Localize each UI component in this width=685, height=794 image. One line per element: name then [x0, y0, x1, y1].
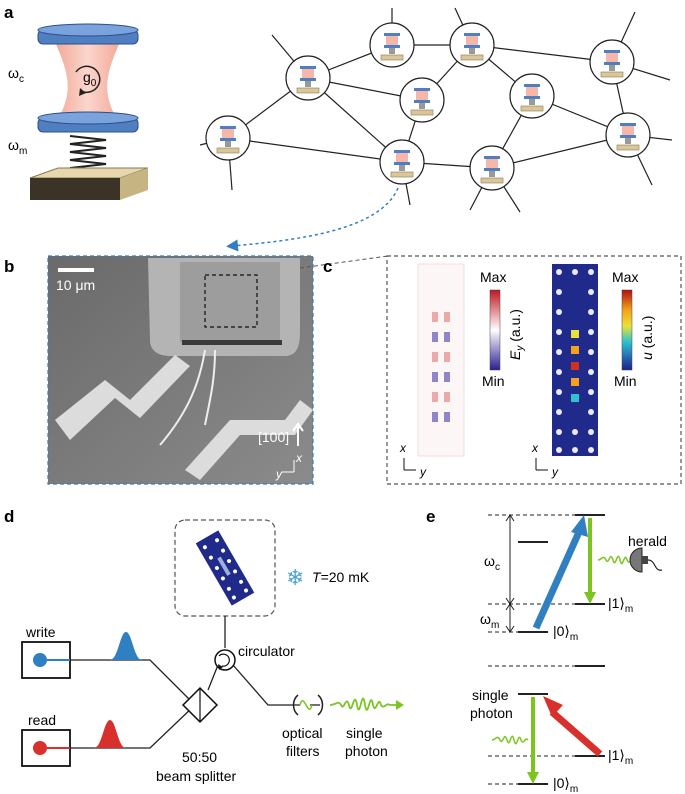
omega-m-label: ωm [8, 137, 27, 157]
g0-label: g0 [83, 69, 97, 89]
panel-label-d: d [4, 507, 14, 526]
write-laser-icon [33, 653, 47, 667]
direction-arrow [292, 422, 304, 446]
anti-stokes-photon-wave [491, 735, 529, 745]
zoom-line [299, 255, 389, 269]
ey-colorbar [489, 289, 501, 371]
optomechanical-cavity-illustration [29, 23, 149, 200]
e-single-photon-2: photon [470, 705, 513, 721]
filters-label-2: filters [286, 743, 319, 759]
herald-label: herald [628, 533, 667, 549]
axis-y-b: y [275, 467, 283, 481]
e-single-photon-1: single [472, 687, 509, 703]
read-laser-icon [33, 741, 47, 755]
optical-paths [68, 616, 320, 749]
circulator-label: circulator [238, 643, 295, 659]
scale-bar [58, 268, 94, 272]
filters-label-1: optical [282, 725, 322, 741]
zoom-dashed-arrow [226, 187, 399, 252]
beam-splitter-icon [181, 686, 219, 724]
axes-b [282, 460, 295, 473]
stokes-photon-wave [597, 555, 635, 565]
ket0-bottom: |0⟩m [553, 775, 578, 794]
read-label: read [28, 712, 56, 728]
ey-max: Max [480, 269, 506, 285]
write-pulse [110, 632, 142, 660]
ket0-top: |0⟩m [553, 623, 578, 643]
energy-levels-top [488, 514, 605, 633]
temperature-label: T=20 mK [312, 569, 370, 585]
panel-label-e: e [426, 507, 435, 526]
photonic-crystal-device [195, 530, 255, 606]
herald-detector-icon [629, 547, 663, 573]
ket1-top: |1⟩m [608, 595, 633, 615]
ey-min: Min [482, 373, 505, 389]
snowflake-icon: ❄ [286, 565, 304, 590]
read-pulse [94, 720, 126, 748]
ey-field-map [417, 263, 465, 457]
ket1-bottom: |1⟩m [608, 747, 633, 767]
omega-c-arrowheads [505, 514, 515, 633]
axes-c1 [403, 458, 416, 471]
omega-c-label: ωc [8, 65, 24, 85]
u-max: Max [612, 269, 638, 285]
panel-label-c: c [323, 257, 332, 276]
u-min: Min [614, 373, 637, 389]
axis-x-c2: x [531, 441, 539, 455]
ey-axis-label: Ey (a.u.) [507, 309, 526, 360]
axis-y-c1: y [419, 465, 427, 479]
energy-levels-bottom [488, 665, 605, 785]
u-field-map [552, 264, 598, 456]
single-photon-label-1: single [346, 725, 383, 741]
single-photon-label-2: photon [345, 743, 388, 759]
axis-y-c2: y [551, 465, 559, 479]
write-transition-arrow [532, 530, 583, 630]
axes-c2 [535, 458, 548, 471]
scale-bar-label: 10 μm [56, 277, 95, 293]
e-omega-c: ωc [484, 553, 500, 573]
panel-label-b: b [4, 257, 14, 276]
panel-label-a: a [4, 3, 14, 22]
e-omega-m: ωm [480, 611, 499, 631]
u-colorbar [621, 289, 633, 371]
beam-splitter-label-1: 50:50 [182, 749, 217, 765]
sem-device [55, 258, 313, 480]
network-nodes [205, 22, 651, 191]
read-transition-arrow [549, 709, 603, 757]
axis-x-b: x [295, 451, 303, 465]
beam-splitter-label-2: beam splitter [156, 768, 236, 784]
optical-filters-icon [292, 694, 324, 716]
write-label: write [25, 624, 56, 640]
single-photon-wavepacket [329, 697, 398, 711]
circulator-icon [214, 649, 236, 671]
axis-x-c1: x [399, 441, 407, 455]
simulation-frame [386, 255, 682, 485]
crystal-direction: [100] [258, 429, 289, 445]
u-axis-label: u (a.u.) [639, 316, 655, 360]
